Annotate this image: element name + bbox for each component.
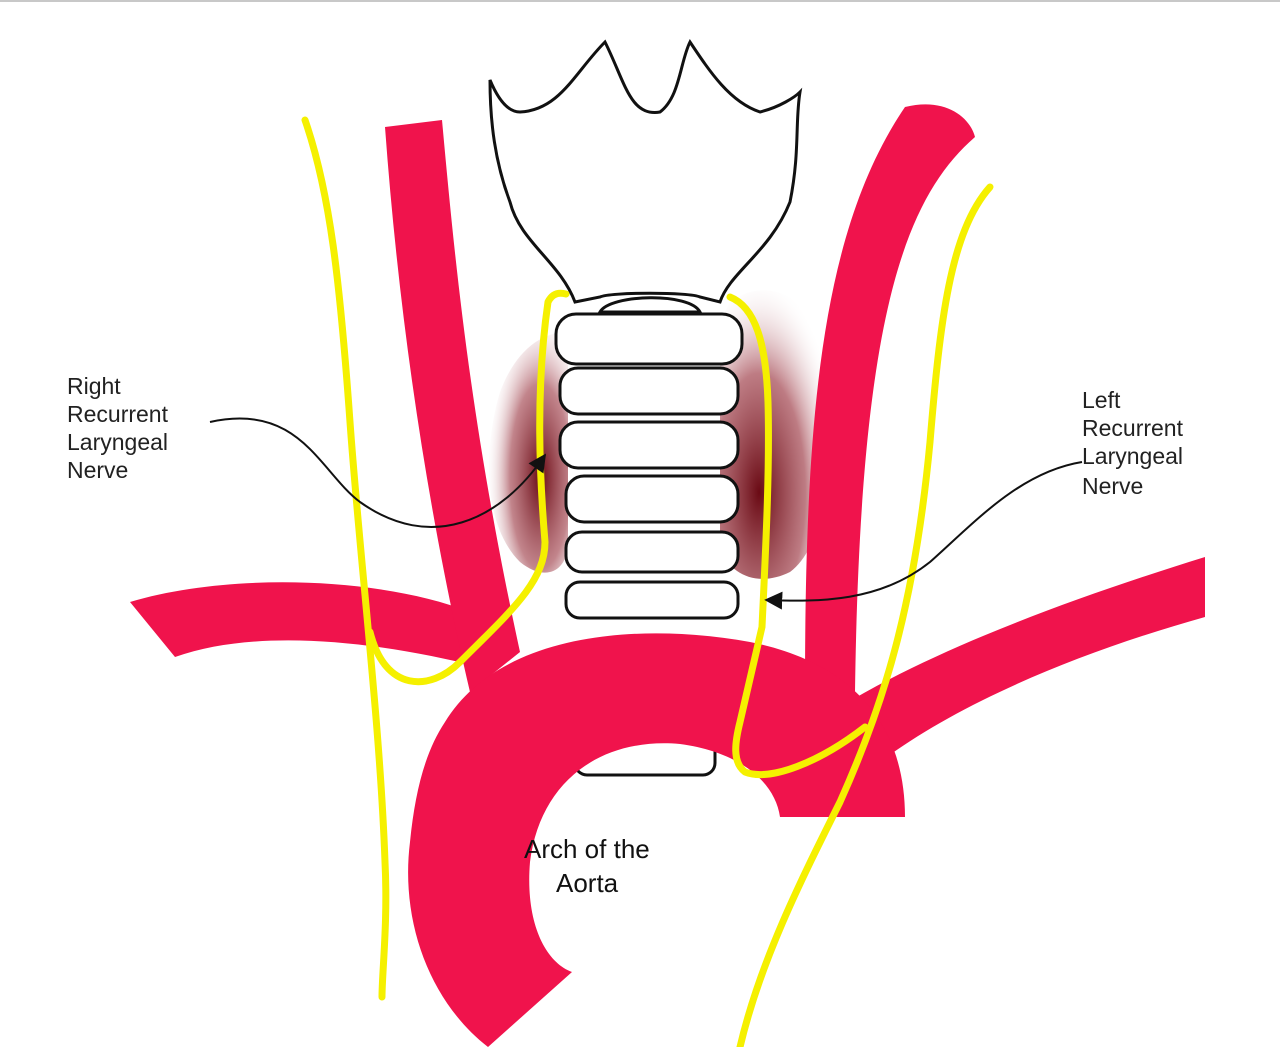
right-recurrent-laryngeal-nerve xyxy=(366,289,570,686)
aorta-label: Arch of the Aorta xyxy=(524,834,650,898)
right-nerve-label-line-1: Right xyxy=(67,373,121,399)
right-nerve-label: Right Recurrent Laryngeal Nerve xyxy=(67,373,169,483)
thyroid-left-lobe xyxy=(720,290,832,579)
left-common-carotid-artery xyxy=(805,104,975,692)
nerves xyxy=(301,116,994,1047)
left-recurrent-laryngeal-nerve xyxy=(726,293,869,779)
left-nerve-label-line-3: Laryngeal xyxy=(1082,443,1183,469)
thyroid-right-lobe xyxy=(488,332,568,573)
left-nerve-label: Left Recurrent Laryngeal Nerve xyxy=(1082,387,1184,499)
right-vagus-nerve xyxy=(301,116,390,1001)
larynx xyxy=(488,39,803,304)
left-vagus-nerve xyxy=(736,183,994,1047)
right-common-carotid-artery xyxy=(385,120,520,692)
right-nerve-label-line-2: Recurrent xyxy=(67,401,169,427)
left-subclavian-artery xyxy=(840,557,1205,762)
right-nerve-leader-line xyxy=(209,417,547,528)
right-subclavian-artery xyxy=(130,582,480,667)
left-nerve-leader-line xyxy=(764,461,1083,610)
aortic-arch xyxy=(408,633,905,1047)
right-nerve-label-line-4: Nerve xyxy=(67,457,128,483)
left-nerve-label-line-1: Left xyxy=(1082,387,1121,413)
trachea xyxy=(554,296,744,777)
left-nerve-label-line-2: Recurrent xyxy=(1082,415,1184,441)
right-nerve-label-line-3: Laryngeal xyxy=(67,429,168,455)
left-nerve-label-line-4: Nerve xyxy=(1082,473,1143,499)
aorta-label-line-1: Arch of the xyxy=(524,834,650,864)
aorta-label-line-2: Aorta xyxy=(556,868,619,898)
